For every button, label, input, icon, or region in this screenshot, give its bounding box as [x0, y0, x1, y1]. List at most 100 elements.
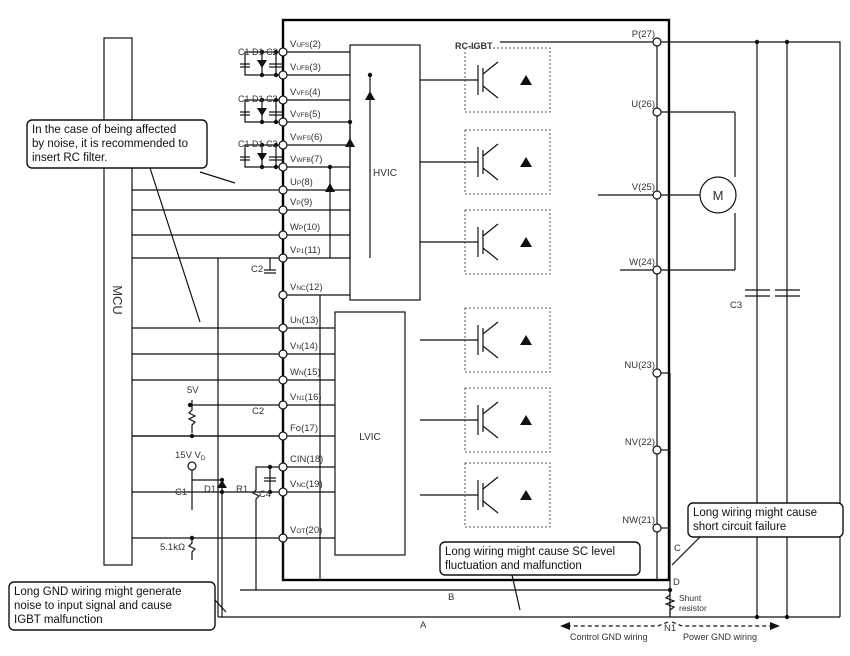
hvic-label: HVIC	[373, 168, 397, 179]
power-gnd-arrow	[671, 621, 770, 627]
lvic-label: LVIC	[359, 432, 381, 443]
pin-label: UP(8)	[290, 177, 313, 188]
pin-terminal	[278, 487, 288, 497]
resistor-icon	[187, 400, 197, 433]
junction-dot	[259, 49, 265, 55]
junction-dot	[267, 464, 273, 470]
junction-dot	[259, 119, 265, 125]
pointer-arrow	[214, 599, 227, 613]
shunt-resistor-icon	[664, 590, 676, 615]
svg-text:by noise, it is recommended to: by noise, it is recommended to	[32, 138, 188, 150]
junction-dot	[754, 39, 760, 45]
junction-dot	[259, 142, 265, 148]
igbt-outline	[464, 462, 551, 528]
rc-igbt	[464, 209, 551, 275]
svg-text:fluctuation and malfunction: fluctuation and malfunction	[445, 560, 582, 572]
bootstrap-labels-v: C1 D1 C2	[238, 94, 278, 104]
shunt-label-2: resistor	[679, 603, 707, 613]
node-d: D	[673, 577, 680, 588]
junction-dot	[273, 49, 279, 55]
junction-dot	[273, 164, 279, 170]
igbt-icon	[477, 321, 499, 359]
rc-igbt-label: RC-IGBT	[455, 41, 493, 51]
right-pin-label: U(26)	[631, 99, 655, 110]
control-gnd-wiring: Control GND wiring	[570, 632, 648, 642]
rc-igbt	[464, 462, 551, 528]
pin-terminal	[278, 462, 288, 472]
pin-label: VP(9)	[290, 197, 312, 208]
pin-terminal	[278, 117, 288, 127]
pin-terminal	[278, 431, 288, 441]
svg-text:Long wiring might cause SC lev: Long wiring might cause SC level	[445, 546, 615, 558]
diode-icon	[365, 91, 375, 100]
right-pin-label: NU(23)	[624, 360, 655, 371]
c2-label: C2	[251, 264, 263, 275]
igbt-icon	[477, 401, 499, 439]
pointer-arrow	[511, 574, 521, 611]
pin-terminal	[278, 205, 288, 215]
igbt-icon	[477, 143, 499, 181]
junction-dot	[784, 39, 790, 45]
p-rail	[500, 41, 841, 617]
svg-text:In the case of being affected: In the case of being affected	[32, 124, 176, 136]
pin-label: VOT(20)	[290, 525, 322, 536]
pin-terminal	[652, 37, 662, 47]
pin-terminal	[652, 107, 662, 117]
pin-terminal	[278, 95, 288, 105]
igbt-icon	[477, 223, 499, 261]
pin-terminal	[278, 375, 288, 385]
bootstrap-labels-w: C1 D1 C2	[238, 139, 278, 149]
pin-label: VVFB(5)	[290, 109, 321, 120]
right-pin-label: NV(22)	[625, 437, 655, 448]
svg-text:Long wiring might cause: Long wiring might cause	[693, 507, 817, 519]
pin-terminal	[278, 290, 288, 300]
power-gnd-wiring: Power GND wiring	[683, 632, 757, 642]
d1-label: D1	[204, 484, 216, 495]
c3-label: C3	[730, 300, 742, 311]
pin-terminal	[278, 162, 288, 172]
igbt-outline	[464, 387, 551, 453]
pin-label: UN(13)	[290, 315, 318, 326]
pin-terminal	[278, 323, 288, 333]
igbt-icon	[477, 61, 499, 99]
junction-dot	[273, 97, 279, 103]
igbt-outline	[464, 307, 551, 373]
junction-dot	[367, 72, 373, 78]
diode-icon	[257, 153, 267, 161]
v5-label: 5V	[187, 385, 199, 396]
svg-text:Long GND wiring might generate: Long GND wiring might generate	[14, 586, 181, 598]
diode-icon	[520, 75, 532, 85]
rc-igbt	[464, 307, 551, 373]
junction-dot	[784, 614, 790, 620]
igbt-outline	[464, 129, 551, 195]
node-a: A	[420, 620, 427, 631]
junction-dot	[259, 164, 265, 170]
v15-label: 15V VD	[175, 450, 206, 462]
diode-icon	[257, 60, 267, 68]
pullup-resistor-label: 5.1kΩ	[160, 542, 185, 553]
diode-icon	[520, 157, 532, 167]
bootstrap-labels-u: C1 D1 C2	[238, 47, 278, 57]
pin-label: VWFS(6)	[290, 132, 322, 143]
pin-terminal	[278, 400, 288, 410]
motor-label: M	[713, 188, 724, 203]
junction-dot	[219, 489, 225, 495]
pulldown-resistor	[187, 538, 197, 560]
node-c: C	[674, 543, 681, 554]
pin-terminal	[652, 265, 662, 275]
pin-terminal	[278, 230, 288, 240]
lvic-block	[334, 311, 406, 556]
igbt-icon	[477, 476, 499, 514]
right-pin-label: NW(21)	[622, 515, 655, 526]
igbt-outline	[464, 209, 551, 275]
mcu-block	[103, 37, 133, 566]
pin-label: VWFB(7)	[290, 154, 322, 165]
junction-dot	[259, 97, 265, 103]
junction-dot	[754, 614, 760, 620]
arrow-left-icon	[560, 622, 570, 630]
zener-diode-icon	[217, 480, 227, 488]
control-gnd-arrow	[570, 621, 669, 627]
diode-icon	[520, 415, 532, 425]
pin-label: VUFB(3)	[290, 62, 321, 73]
